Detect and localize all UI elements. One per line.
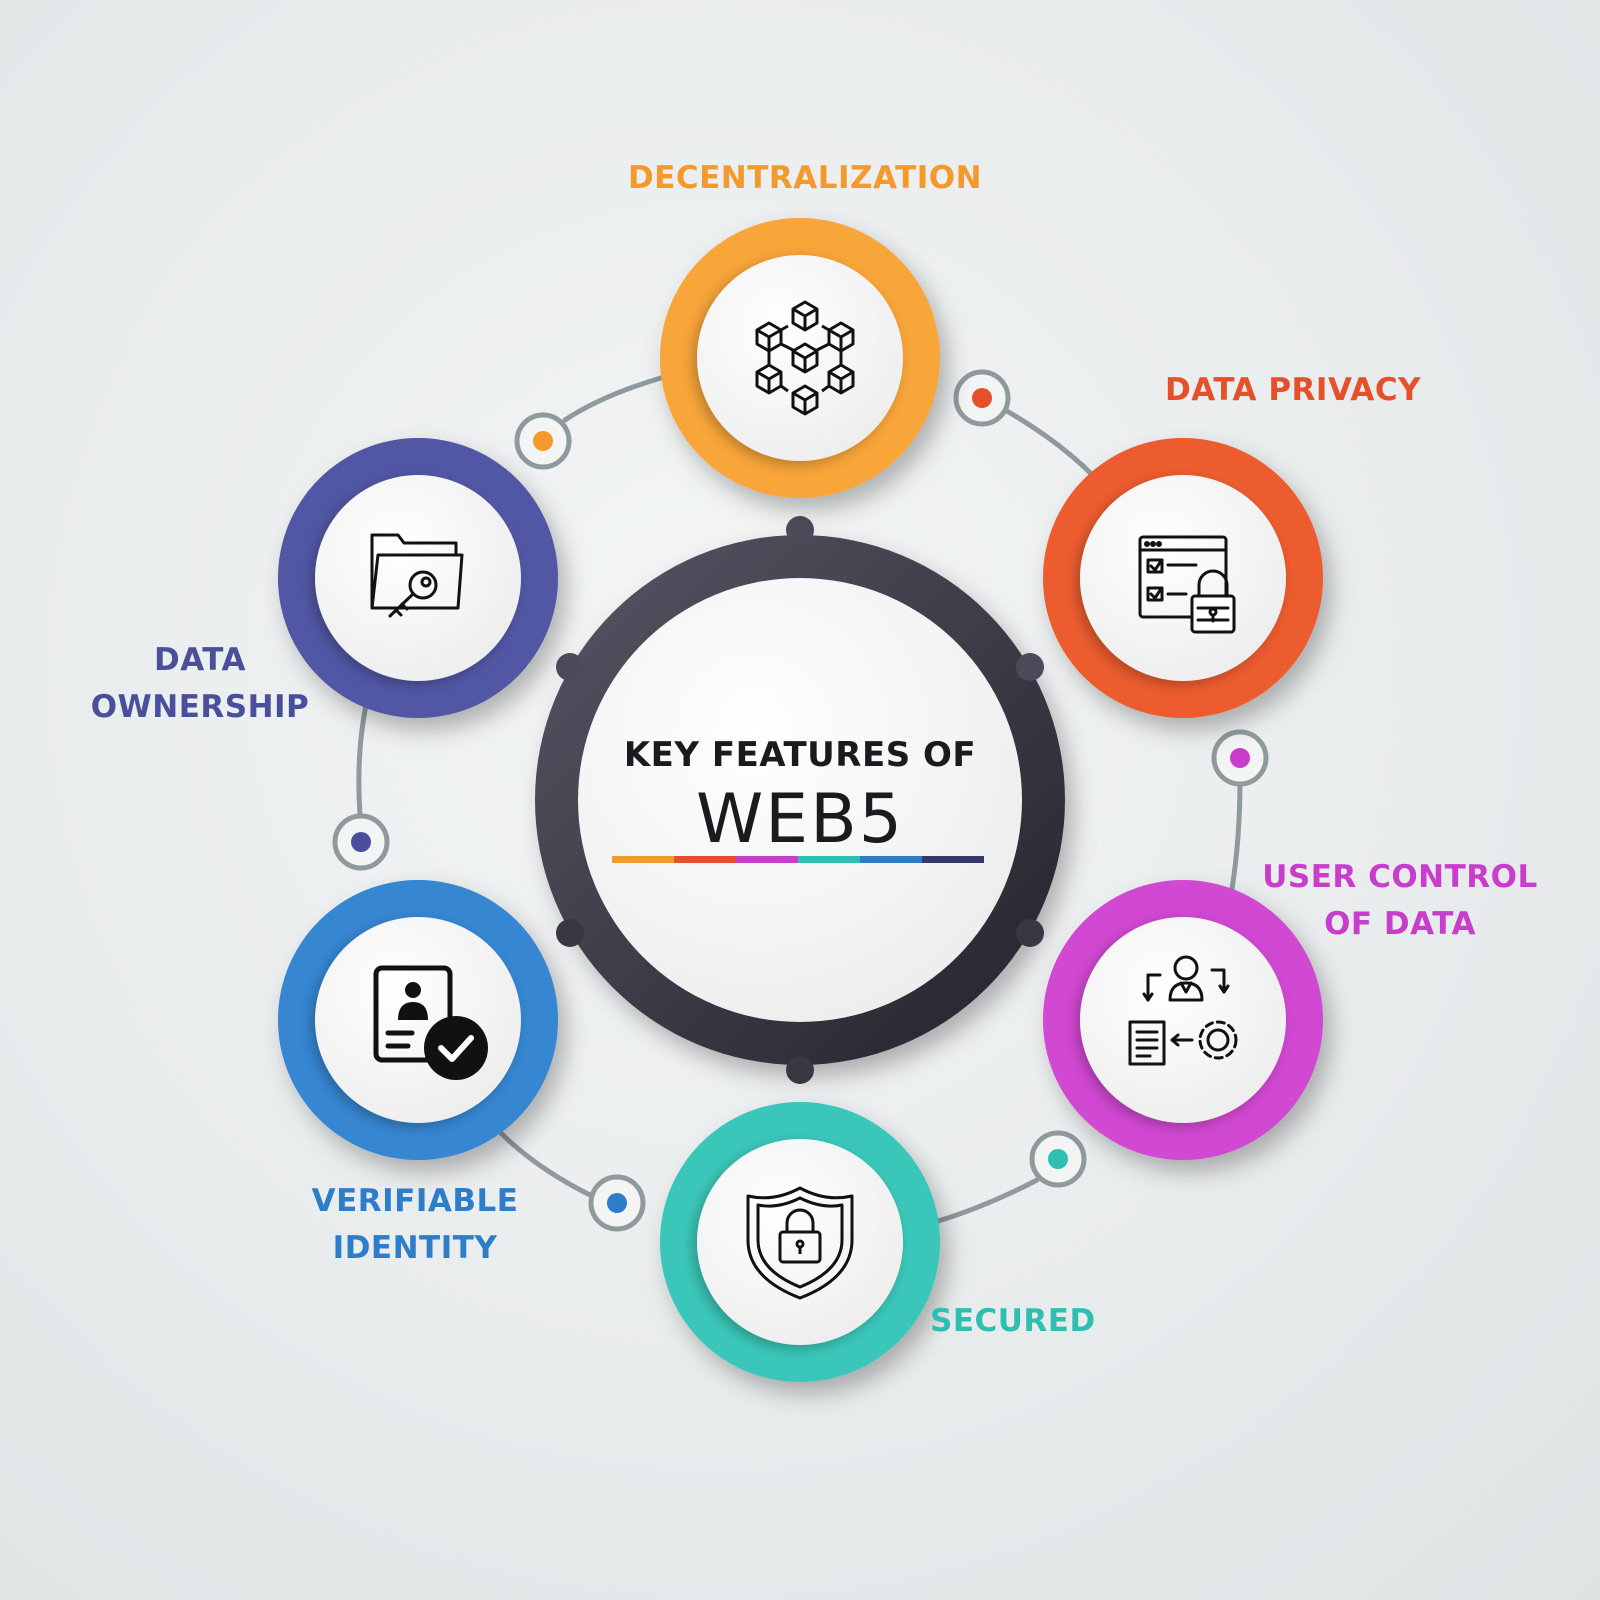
label-line: SECURED [930, 1303, 1096, 1339]
label-user-control-of-data: USER CONTROL OF DATA [1250, 854, 1550, 948]
label-data-ownership: DATA OWNERSHIP [80, 637, 320, 731]
shield-lock-icon [746, 1186, 854, 1300]
label-line: USER CONTROL [1262, 859, 1538, 895]
label-line: DATA [153, 642, 247, 678]
user-gear-cycle-icon [1128, 955, 1238, 1066]
feature-node-decentralization [660, 218, 940, 498]
label-decentralization: DECENTRALIZATION [595, 155, 1015, 202]
title-line-2: WEB5 [695, 780, 905, 859]
connector-dot-data-privacy [953, 369, 1011, 427]
connector-dot-decentralization [514, 412, 572, 470]
feature-node-secured [660, 1102, 940, 1382]
label-line: IDENTITY [332, 1230, 498, 1266]
title-line-1: KEY FEATURES OF [623, 735, 977, 775]
label-line: DECENTRALIZATION [627, 160, 983, 196]
label-line: OF DATA [1324, 906, 1476, 942]
feature-node-data-ownership [278, 438, 558, 718]
central-hub [535, 516, 1065, 1084]
feature-node-verifiable-identity [278, 880, 558, 1160]
connector-dots [332, 369, 1269, 1232]
label-line: OWNERSHIP [90, 689, 310, 725]
feature-node-data-privacy [1043, 438, 1323, 718]
feature-node-user-control-of-data [1043, 880, 1323, 1160]
connector-dot-data-ownership [332, 813, 390, 871]
connector-lines [356, 367, 1243, 1233]
label-data-privacy: DATA PRIVACY [1165, 367, 1465, 414]
title-underline [612, 856, 984, 863]
connector-dot-user-control [1211, 729, 1269, 787]
blockchain-cubes-icon [755, 300, 855, 416]
connector-dot-secured [1029, 1130, 1087, 1188]
label-line: DATA PRIVACY [1165, 372, 1422, 408]
label-secured: SECURED [930, 1298, 1170, 1345]
browser-lock-icon [1138, 535, 1236, 634]
label-line: VERIFIABLE [311, 1183, 519, 1219]
connector-dot-verifiable-identity [588, 1174, 646, 1232]
folder-key-icon [370, 533, 464, 618]
id-card-check-icon [373, 965, 488, 1080]
label-verifiable-identity: VERIFIABLE IDENTITY [290, 1178, 540, 1272]
